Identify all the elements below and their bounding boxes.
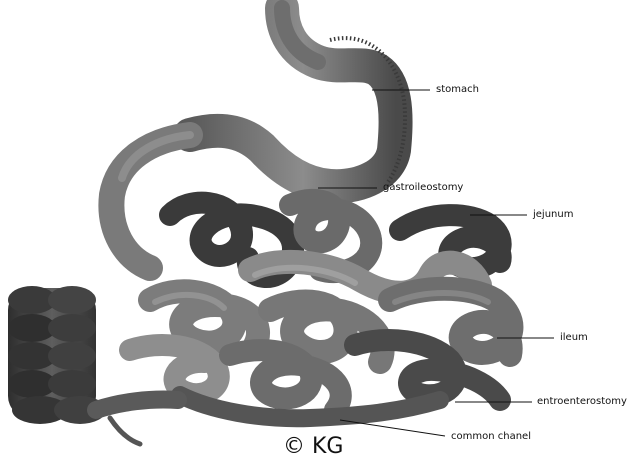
label-jejunum: jejunum <box>533 209 573 221</box>
label-gastroileostomy: gastroileostomy <box>383 182 463 194</box>
label-stomach: stomach <box>436 84 479 96</box>
small-intestine-loops <box>130 200 511 418</box>
label-common-chanel: common chanel <box>451 431 531 443</box>
label-ileum: ileum <box>560 332 588 344</box>
label-entroenterostomy: entroenterostomy <box>537 396 627 408</box>
copyright-notice: © KG <box>283 434 343 460</box>
